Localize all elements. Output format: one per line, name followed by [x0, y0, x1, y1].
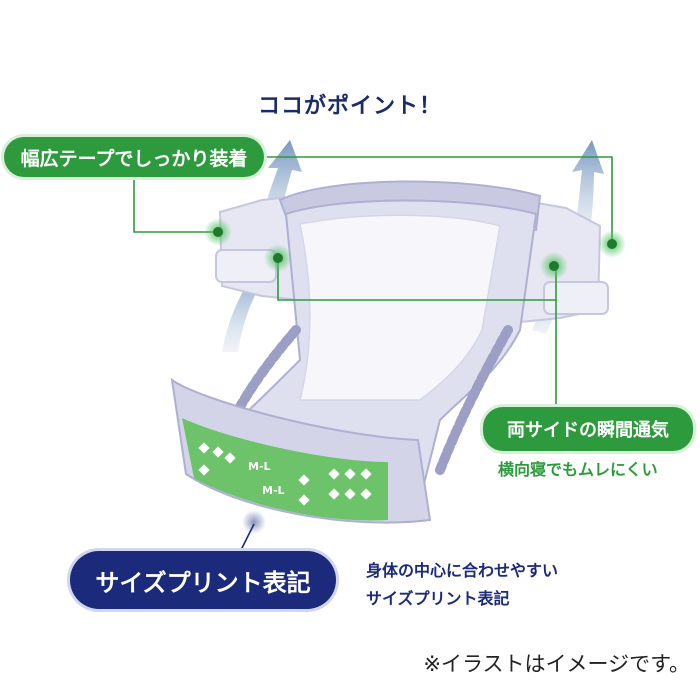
disclaimer: ※イラストはイメージです。 — [423, 652, 690, 676]
callout-side-label: 両サイドの瞬間通気 — [483, 407, 693, 451]
right-tape — [543, 281, 609, 315]
size-print-mark-2: M-L — [262, 484, 285, 497]
headline: ココがポイント！ — [257, 94, 442, 119]
point-size-print — [242, 510, 266, 534]
callout-tape-label: 幅広テープでしっかり装着 — [4, 137, 264, 177]
tape-callout-line-right — [264, 156, 613, 244]
callout-size-note-line-1: 身体の中心に合わせやすい — [366, 561, 559, 580]
callout-lines — [133, 156, 613, 407]
inner-pad — [299, 214, 501, 401]
size-print-mark-1: M-L — [248, 460, 271, 473]
size-print-pattern — [198, 442, 372, 506]
callout-size-note-line-2: サイズプリント表記 — [366, 589, 510, 608]
side-callout-line — [277, 258, 557, 301]
callout-size-note: 身体の中心に合わせやすい サイズプリント表記 — [366, 557, 558, 613]
diaper: M-L M-L — [170, 180, 609, 524]
right-leg-gather — [435, 325, 513, 475]
feature-points — [204, 218, 626, 534]
callout-side-note: 横向寝でもムレにくい — [498, 460, 658, 479]
left-leg-gather — [231, 325, 301, 419]
callout-size-label: サイズプリント表記 — [70, 551, 336, 609]
tape-callout-line-left — [133, 176, 218, 233]
